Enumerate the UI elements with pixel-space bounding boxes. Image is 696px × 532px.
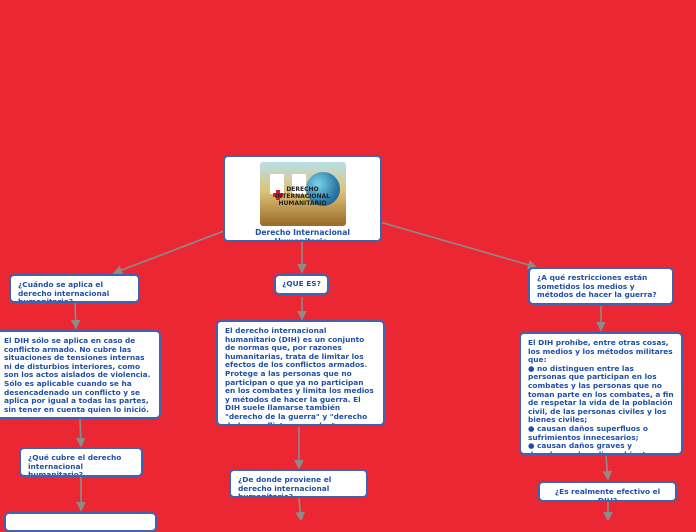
connector-restricciones-efectivo [606, 456, 608, 479]
node-proviene-question-text: ¿De donde proviene el derecho internacio… [238, 476, 359, 498]
ihl-logo-image: DERECHO INTERNACIONAL HUMANITARIO [260, 162, 346, 226]
node-cuando-question-text: ¿Cuándo se aplica el derecho internacion… [18, 281, 131, 303]
node-offscreen-left[interactable] [4, 512, 157, 532]
node-que-es-answer-text: El derecho internacional humanitario (DI… [225, 327, 376, 426]
connector-proviene-next [299, 498, 301, 520]
logo-text: DERECHO INTERNACIONAL HUMANITARIO [260, 186, 346, 207]
node-que-cubre-question-text: ¿Qué cubre el derecho internacional huma… [28, 454, 134, 477]
root-node[interactable]: DERECHO INTERNACIONAL HUMANITARIO Derech… [223, 155, 382, 242]
node-que-cubre-question[interactable]: ¿Qué cubre el derecho internacional huma… [19, 447, 143, 477]
node-efectivo-question-text: ¿Es realmente efectivo el DIH? [547, 488, 668, 502]
connector-answer-quecubre [80, 419, 81, 446]
node-cuando-question[interactable]: ¿Cuándo se aplica el derecho internacion… [9, 274, 140, 303]
node-que-es-answer[interactable]: El derecho internacional humanitario (DI… [216, 320, 385, 426]
node-restricciones-question-text: ¿A qué restricciones están sometidos los… [537, 274, 665, 300]
connector-root-restricciones [380, 222, 536, 267]
node-que-es-question-text: ¿QUE ES? [281, 280, 322, 289]
node-restricciones-answer-text: El DIH prohíbe, entre otras cosas, los m… [528, 339, 674, 455]
node-restricciones-question[interactable]: ¿A qué restricciones están sometidos los… [528, 267, 674, 305]
node-cuando-answer-text: El DIH sólo se aplica en caso de conflic… [4, 337, 153, 414]
node-que-es-question[interactable]: ¿QUE ES? [274, 274, 329, 295]
connector-cuando-answer [75, 303, 76, 328]
node-cuando-answer[interactable]: El DIH sólo se aplica en caso de conflic… [0, 330, 161, 419]
node-efectivo-question[interactable]: ¿Es realmente efectivo el DIH? [538, 481, 677, 502]
root-caption: Derecho Internacional Humanitario. [231, 229, 374, 242]
node-restricciones-answer[interactable]: El DIH prohíbe, entre otras cosas, los m… [519, 332, 683, 455]
node-proviene-question[interactable]: ¿De donde proviene el derecho internacio… [229, 469, 368, 498]
connector-root-cuando [114, 231, 224, 273]
